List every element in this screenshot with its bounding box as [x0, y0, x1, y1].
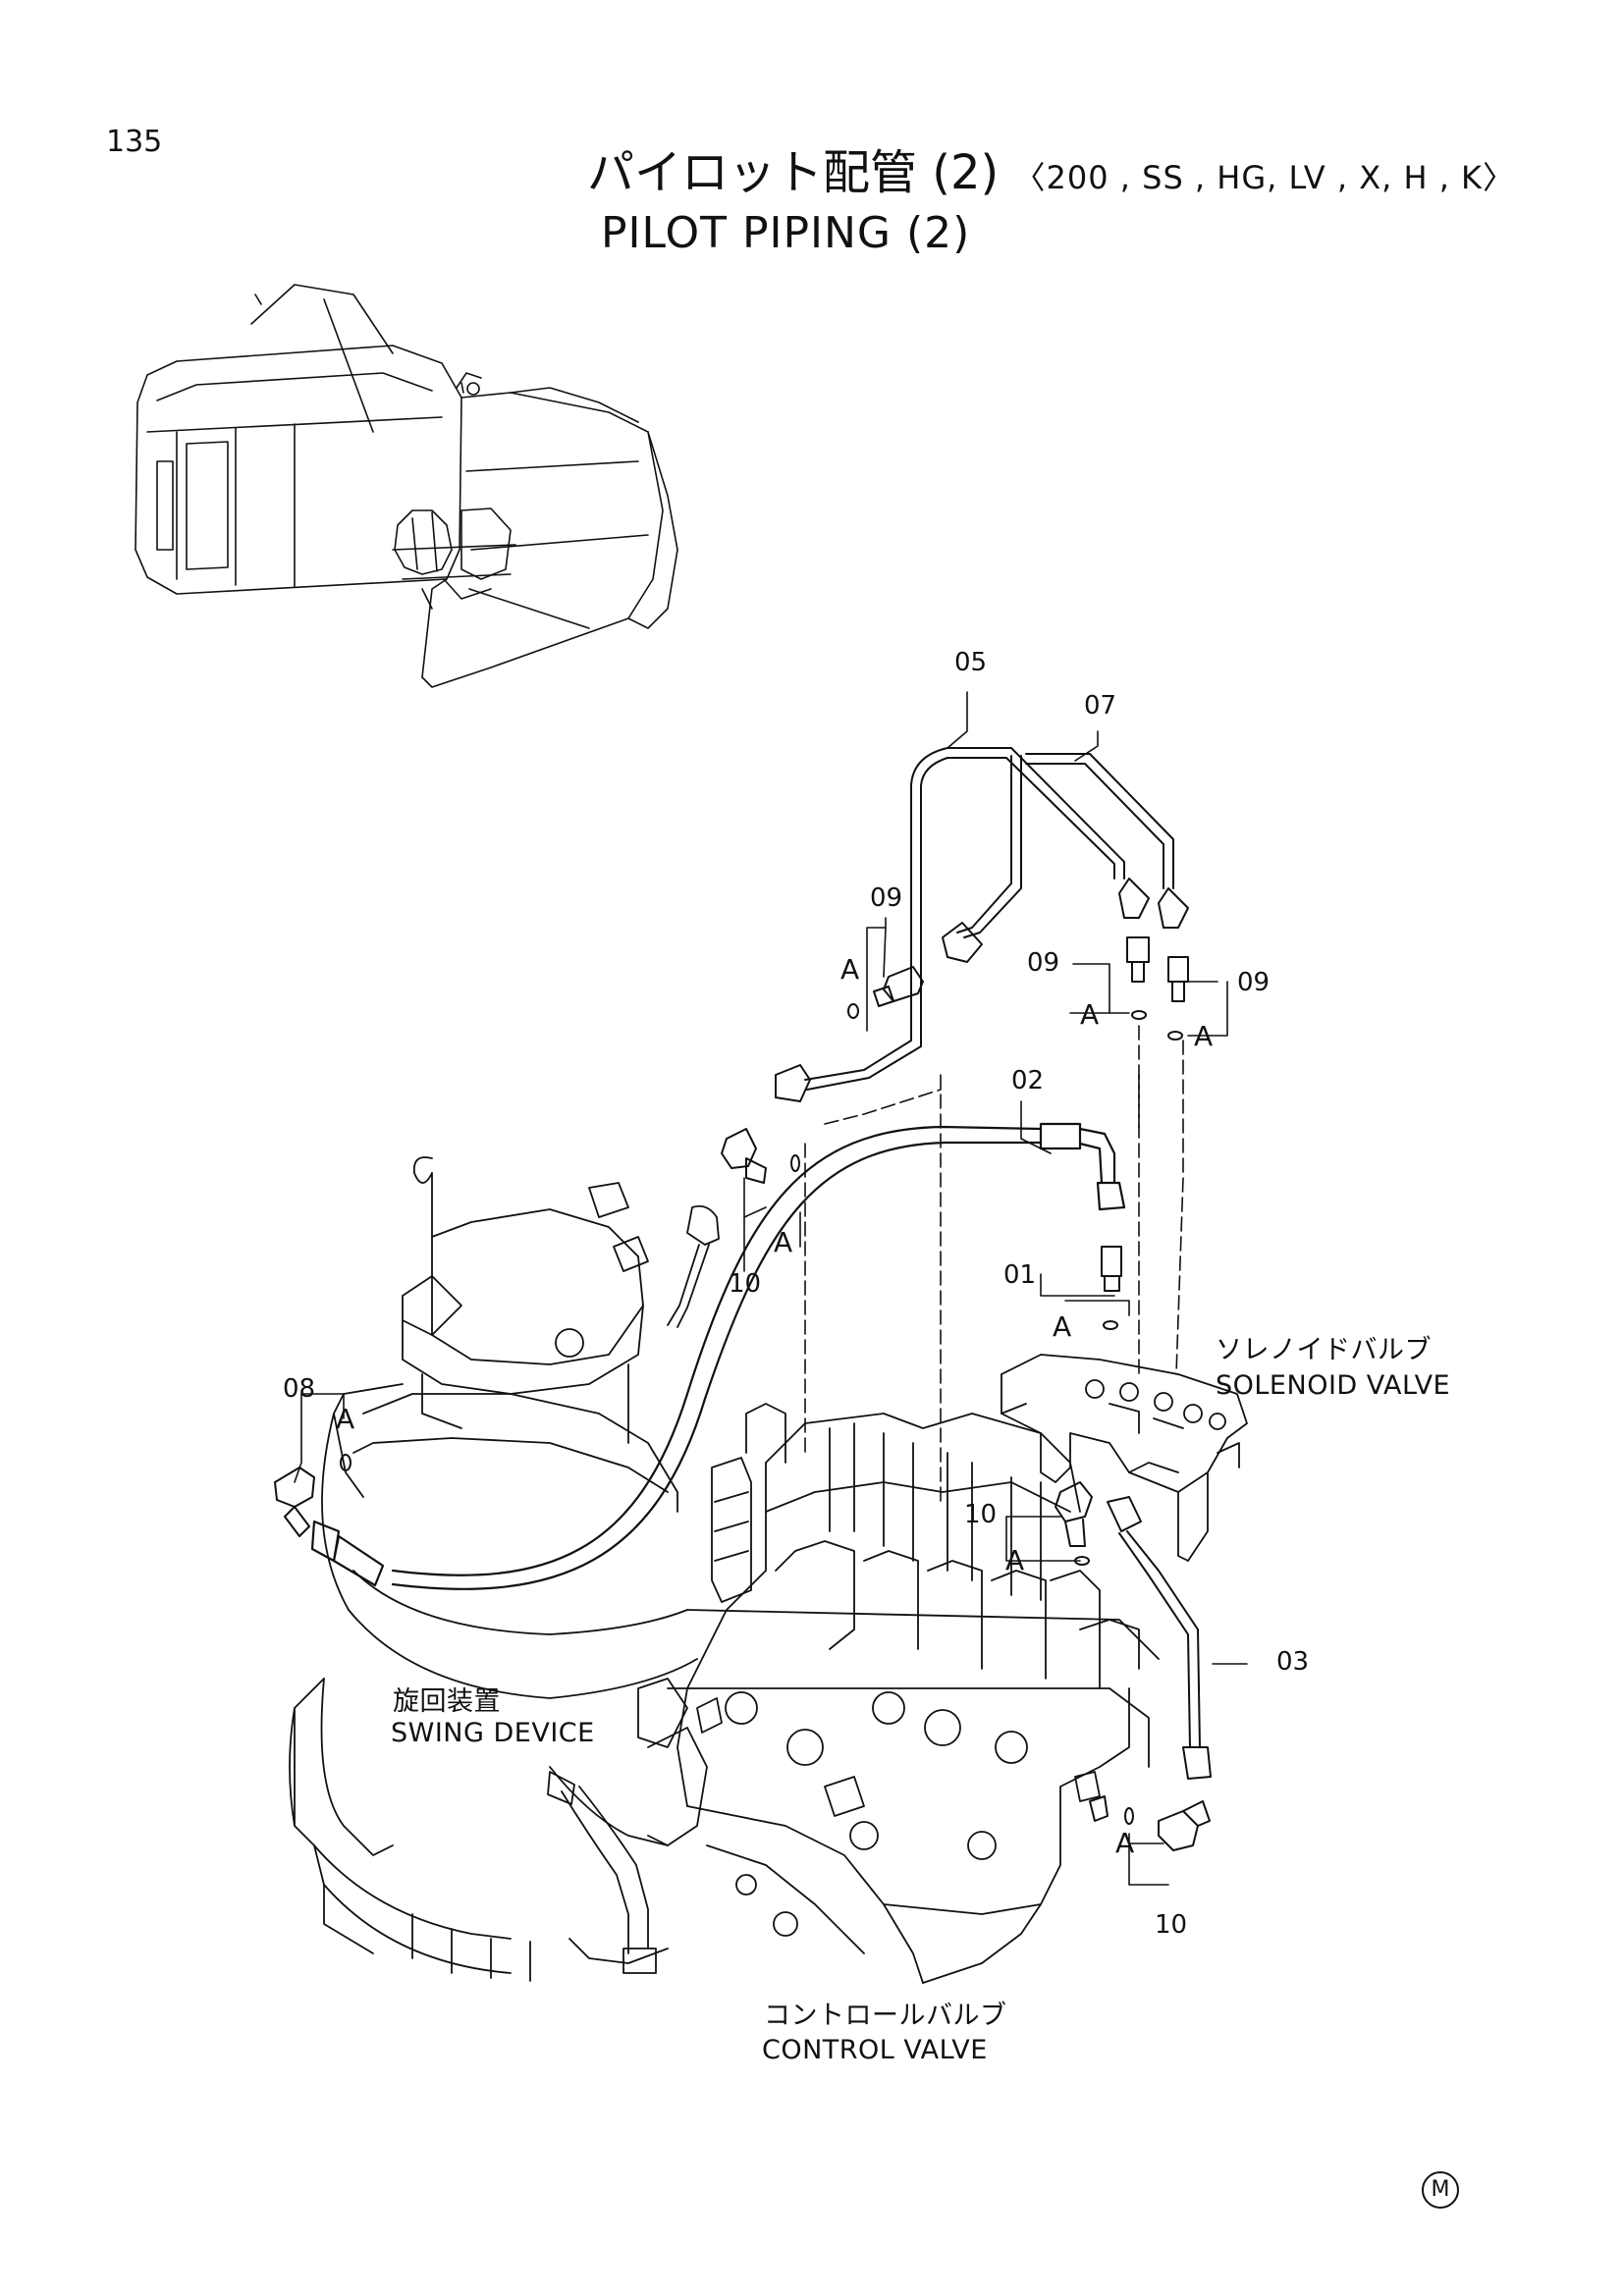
callout-10-lower: 10 — [1155, 1910, 1188, 1940]
callout-09-right: 09 — [1237, 968, 1271, 997]
elbow-08 — [274, 1454, 352, 1537]
solenoid-valve-label-jp: ソレノイドバルブ — [1216, 1335, 1432, 1365]
oring-mark-a: A — [1005, 1544, 1025, 1576]
excavator-overview-illustration — [135, 284, 678, 688]
oring-mark-a: A — [1115, 1827, 1135, 1859]
page-title-english: PILOT PIPING (2) — [601, 208, 971, 258]
callout-05: 05 — [954, 648, 988, 677]
oring-mark-a: A — [1053, 1310, 1072, 1343]
callout-leaders — [294, 691, 1248, 1886]
adapter-01 — [1101, 1246, 1122, 1330]
oring-mark-a: A — [1194, 1020, 1214, 1052]
adapter-09-group — [847, 936, 1189, 1041]
control-valve-illustration — [637, 1403, 1160, 1984]
pipe-05 — [775, 747, 1125, 1102]
page-title-japanese: パイロット配管 (2) 〈200 , SS , HG, LV , X, H , … — [587, 149, 1515, 196]
callout-09-left: 09 — [870, 883, 903, 913]
title-jp-text: パイロット配管 (2) — [587, 145, 1000, 200]
callout-07: 07 — [1084, 691, 1117, 721]
elbow-10-lower — [1089, 1795, 1211, 1851]
pipe-03 — [1107, 1496, 1212, 1780]
pipe-07 — [1025, 753, 1189, 929]
oring-mark-a: A — [840, 953, 860, 986]
model-list: 〈200 , SS , HG, LV , X, H , K〉 — [1013, 159, 1516, 196]
oring-mark-a: A — [1080, 998, 1100, 1031]
solenoid-valve-illustration — [1001, 1354, 1248, 1562]
callout-10-middle: 10 — [964, 1500, 998, 1529]
control-valve-label-jp: コントロールバルブ — [764, 2001, 1007, 2031]
oring-mark-a: A — [336, 1403, 355, 1435]
oring-mark-a: A — [774, 1226, 793, 1258]
page-number: 135 — [106, 125, 163, 159]
callout-09-middle: 09 — [1027, 948, 1060, 978]
swing-device-label-en: SWING DEVICE — [391, 1718, 595, 1748]
callout-02: 02 — [1011, 1066, 1045, 1095]
footer-circle-mark: M — [1422, 2171, 1459, 2209]
callout-03: 03 — [1276, 1647, 1310, 1677]
assembly-dashed-leaders — [804, 1025, 1184, 1503]
callout-10-upper: 10 — [729, 1269, 762, 1299]
callout-01: 01 — [1003, 1260, 1037, 1290]
callout-08: 08 — [283, 1374, 316, 1404]
solenoid-valve-label-en: SOLENOID VALVE — [1216, 1370, 1451, 1401]
elbow-10-upper — [721, 1128, 800, 1184]
swing-device-label-jp: 旋回装置 — [393, 1686, 501, 1717]
elbow-10-middle — [1055, 1481, 1093, 1566]
hose-02 — [310, 1122, 1126, 1590]
swing-device-illustration — [289, 1156, 720, 1982]
control-valve-label-en: CONTROL VALVE — [762, 2035, 988, 2065]
